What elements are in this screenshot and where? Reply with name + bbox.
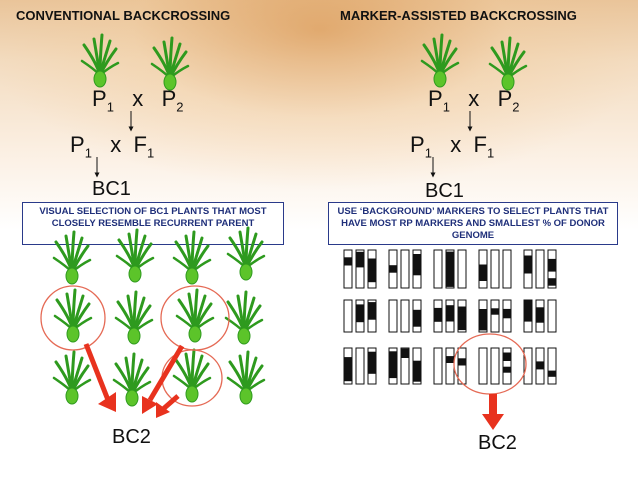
donor-segment (479, 309, 487, 327)
donor-segment (536, 307, 544, 323)
donor-segment (503, 308, 511, 319)
red-arrow-icon (482, 394, 504, 430)
left-cross-parents: P1 x P2 (92, 86, 184, 115)
chromosome-bar-icon (457, 249, 467, 289)
donor-segment (524, 257, 532, 274)
chromosome-bar-icon (343, 299, 353, 333)
donor-segment (344, 357, 352, 374)
selection-circle (40, 285, 106, 351)
parent2-plant-icon (488, 36, 528, 92)
left-bc2-label: BC2 (112, 426, 151, 448)
bc1-plant-icon (114, 290, 154, 346)
left-header: CONVENTIONAL BACKCROSSING (16, 8, 231, 23)
chromosome-bar-icon (502, 347, 512, 385)
chromosome-bar-icon (388, 299, 398, 333)
chromosome-bar-icon (502, 249, 512, 289)
bc1-plant-icon (224, 290, 264, 346)
donor-segment (458, 311, 466, 331)
donor-segment (446, 356, 454, 363)
chromosome-bar-icon (355, 249, 365, 289)
chromosome-bar-icon (490, 299, 500, 333)
donor-segment (344, 367, 352, 382)
chromosome-bar-icon (547, 299, 557, 333)
chromosome-bar-icon (400, 299, 410, 333)
donor-segment (536, 361, 544, 370)
donor-segment (524, 300, 532, 322)
donor-segment (413, 254, 421, 270)
bc1-plant-icon (226, 350, 266, 406)
donor-segment (548, 258, 556, 272)
donor-segment (389, 351, 397, 373)
chromosome-bar-icon (355, 347, 365, 385)
bc1-plant-icon (52, 230, 92, 286)
donor-segment (548, 278, 556, 286)
chromosome-bar-icon (400, 249, 410, 289)
bc1-plant-icon (53, 288, 93, 344)
chromosome-bar-icon (535, 249, 545, 289)
parent2-plant-icon (150, 36, 190, 92)
donor-segment (458, 358, 466, 366)
donor-segment (368, 258, 376, 276)
donor-segment (368, 352, 376, 359)
donor-segment (446, 272, 454, 287)
bc1-plant-icon (226, 226, 266, 282)
chromosome-grid (343, 249, 557, 385)
donor-segment (503, 352, 511, 361)
left-bc1-label: BC1 (92, 178, 131, 200)
donor-segment (446, 251, 454, 276)
donor-segment (458, 306, 466, 315)
chromosome-bar-icon (457, 347, 467, 385)
donor-segment (548, 370, 556, 377)
donor-segment (413, 309, 421, 327)
chromosome-bar-icon (490, 249, 500, 289)
donor-segment (344, 257, 352, 266)
donor-segment (356, 251, 364, 268)
chromosome-bar-icon (490, 347, 500, 385)
right-description-box: USE ‘BACKGROUND’ MARKERS TO SELECT PLANT… (328, 202, 618, 245)
chromosome-bar-icon (523, 347, 533, 385)
chromosome-bar-icon (343, 249, 353, 289)
parent1-plant-icon (420, 33, 460, 89)
donor-segment (434, 307, 442, 322)
donor-segment (479, 264, 487, 281)
donor-segment (356, 306, 364, 323)
bc1-plant-icon (115, 228, 155, 284)
donor-segment (368, 310, 376, 320)
donor-segment (389, 265, 397, 273)
donor-segment (503, 366, 511, 373)
bc1-plant-icon (172, 348, 212, 404)
right-bc1-label: BC1 (425, 180, 464, 202)
bc1-plant-icon (175, 288, 215, 344)
chromosome-bar-icon (400, 347, 410, 385)
left-cross-f1: P1 x F1 (70, 132, 155, 161)
chromosome-bar-icon (433, 347, 443, 385)
right-header: MARKER-ASSISTED BACKCROSSING (340, 8, 577, 23)
right-cross-f1: P1 x F1 (410, 132, 495, 161)
red-arrow-icon (83, 343, 185, 418)
donor-segment (413, 360, 421, 382)
donor-segment (368, 270, 376, 283)
chromosome-bar-icon (547, 347, 557, 385)
bc1-plant-icon (52, 350, 92, 406)
chromosome-bar-icon (445, 347, 455, 385)
donor-segment (401, 348, 409, 357)
bc1-plant-icon (172, 230, 212, 286)
donor-segment (368, 351, 376, 374)
donor-segment (491, 308, 499, 315)
right-cross-parents: P1 x P2 (428, 86, 520, 115)
chromosome-bar-icon (433, 249, 443, 289)
donor-segment (413, 266, 421, 276)
chromosome-bar-icon (478, 347, 488, 385)
bc1-plant-grid (52, 226, 266, 408)
parent1-plant-icon (80, 33, 120, 89)
right-bc2-label: BC2 (478, 432, 517, 454)
donor-segment (446, 305, 454, 316)
